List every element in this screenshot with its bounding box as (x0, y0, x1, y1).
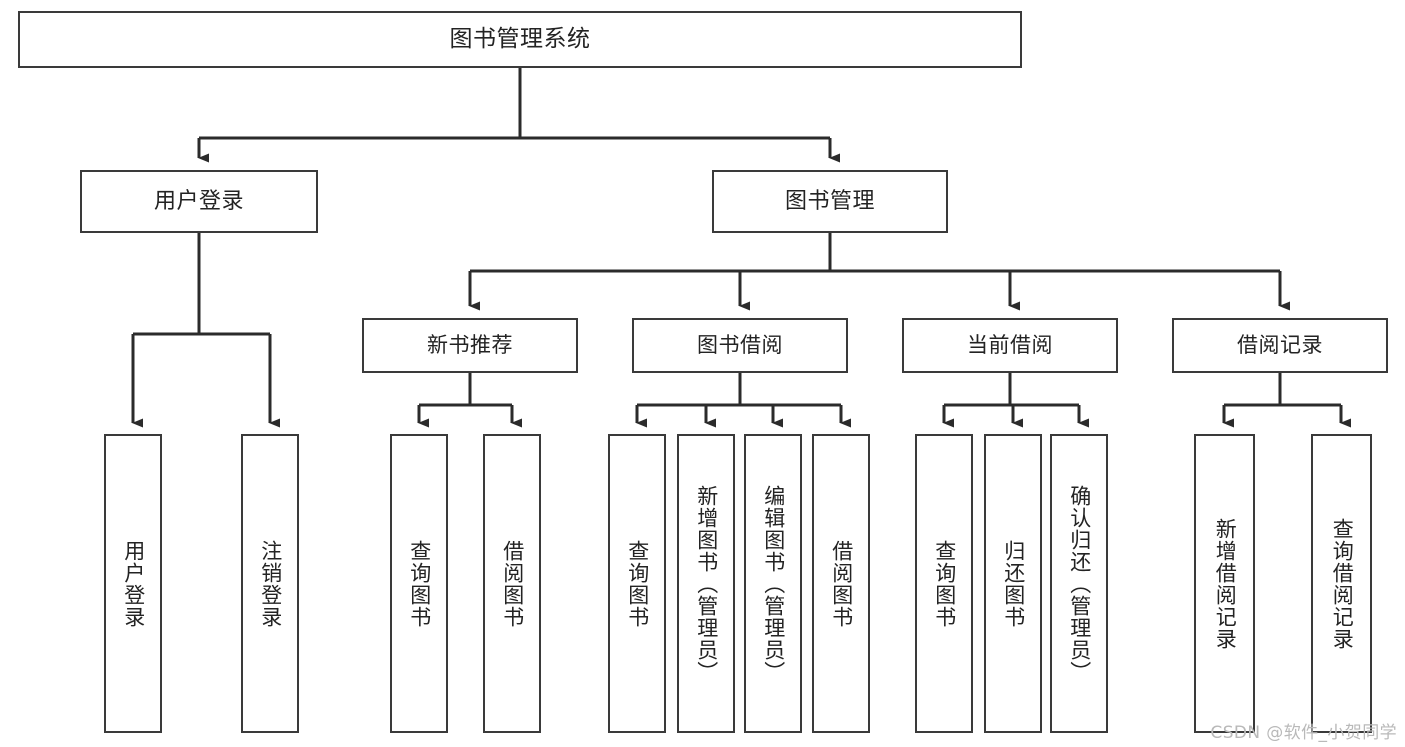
node-leaf-new-book-query[interactable]: 查询图书 (390, 434, 448, 733)
node-label: 查询借阅记录 (1330, 517, 1355, 650)
node-book-management[interactable]: 图书管理 (712, 170, 948, 233)
node-leaf-borrow-query-book[interactable]: 查询图书 (608, 434, 666, 733)
node-leaf-record-query-record[interactable]: 查询借阅记录 (1311, 434, 1372, 733)
node-label: 借阅图书 (500, 539, 525, 628)
node-leaf-current-query-book[interactable]: 查询图书 (915, 434, 973, 733)
node-leaf-borrow-edit-book-admin[interactable]: 编辑图书（管理员） (744, 434, 802, 733)
node-label: 借阅图书 (829, 539, 854, 628)
node-label: 图书借阅 (697, 333, 783, 358)
node-label: 当前借阅 (967, 333, 1053, 358)
node-label: 注销登录 (258, 539, 283, 628)
node-label: 新增图书（管理员） (694, 484, 719, 683)
node-leaf-current-confirm-return-admin[interactable]: 确认归还（管理员） (1050, 434, 1108, 733)
node-label: 确认归还（管理员） (1067, 484, 1092, 683)
node-book-borrow[interactable]: 图书借阅 (632, 318, 848, 373)
node-label: 查询图书 (932, 539, 957, 628)
node-label: 新书推荐 (427, 333, 513, 358)
node-label: 借阅记录 (1237, 333, 1323, 358)
node-label: 用户登录 (153, 188, 244, 214)
node-leaf-current-return-book[interactable]: 归还图书 (984, 434, 1042, 733)
node-leaf-borrow-add-book-admin[interactable]: 新增图书（管理员） (677, 434, 735, 733)
node-leaf-borrow-borrow-book[interactable]: 借阅图书 (812, 434, 870, 733)
node-new-book-recommend[interactable]: 新书推荐 (362, 318, 578, 373)
node-label: 查询图书 (625, 539, 650, 628)
node-label: 归还图书 (1001, 539, 1026, 628)
node-label: 编辑图书（管理员） (761, 484, 786, 683)
node-label: 用户登录 (121, 539, 146, 628)
node-label: 图书管理 (784, 188, 875, 214)
node-root-book-management-system[interactable]: 图书管理系统 (18, 11, 1022, 68)
node-current-borrow[interactable]: 当前借阅 (902, 318, 1118, 373)
node-leaf-user-login-logout[interactable]: 注销登录 (241, 434, 299, 733)
node-user-login[interactable]: 用户登录 (80, 170, 318, 233)
node-borrow-record[interactable]: 借阅记录 (1172, 318, 1388, 373)
node-leaf-user-login-login[interactable]: 用户登录 (104, 434, 162, 733)
node-label: 图书管理系统 (449, 25, 591, 52)
node-leaf-new-book-borrow[interactable]: 借阅图书 (483, 434, 541, 733)
node-leaf-record-add-record[interactable]: 新增借阅记录 (1194, 434, 1255, 733)
watermark-text: CSDN @软件_小贺同学 (1210, 723, 1397, 743)
node-label: 新增借阅记录 (1213, 517, 1238, 650)
node-label: 查询图书 (407, 539, 432, 628)
